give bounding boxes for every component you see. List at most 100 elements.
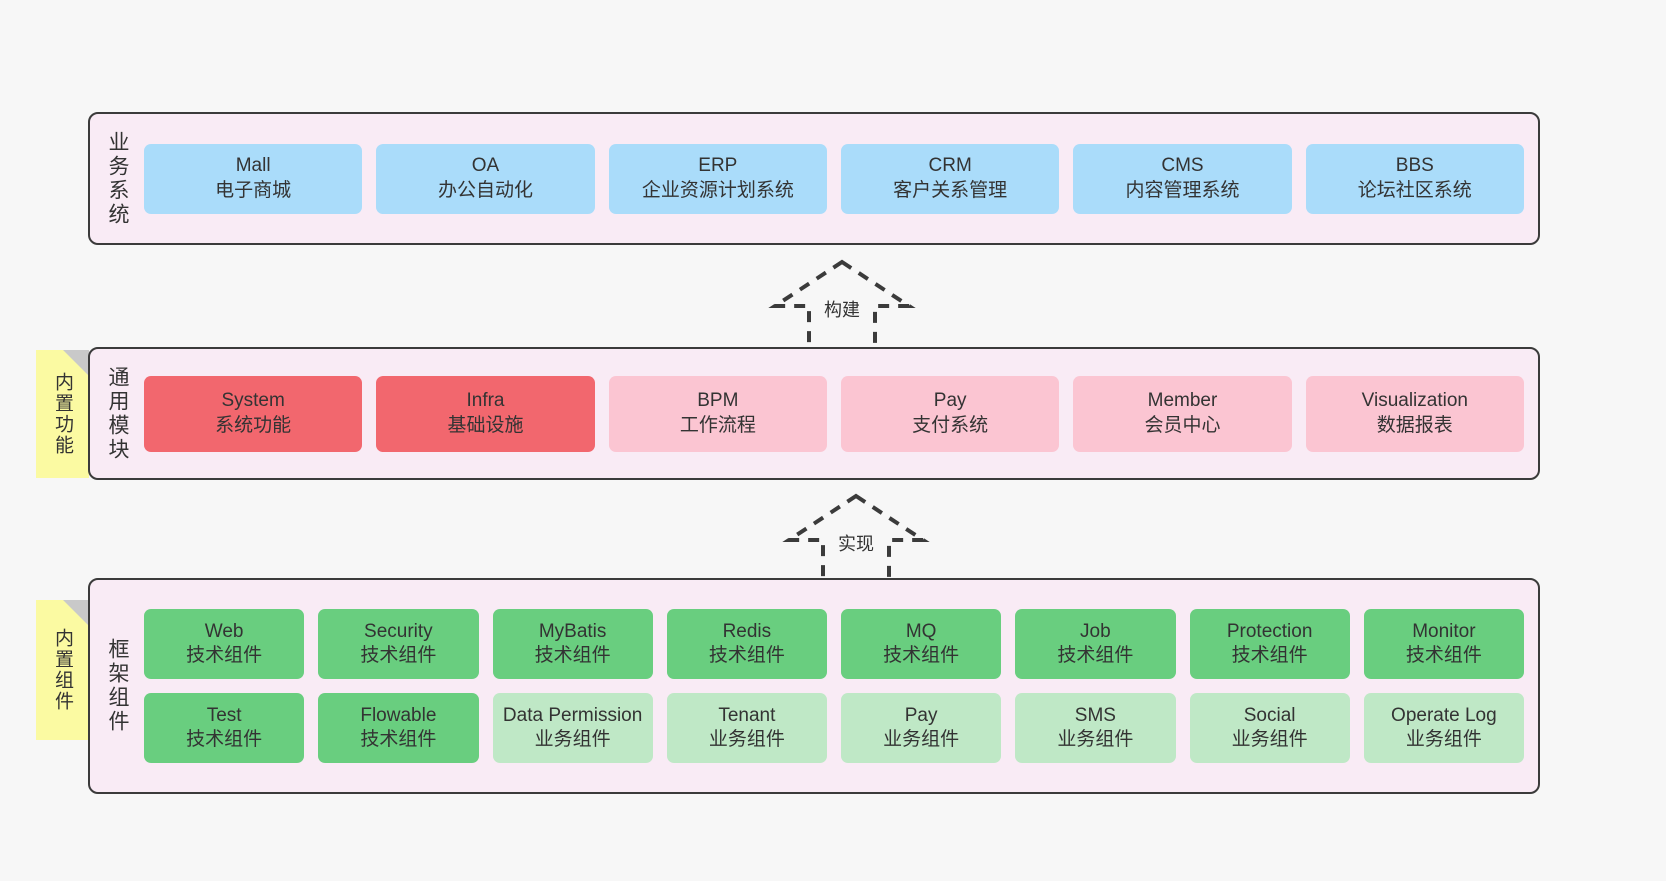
- arrow-label-implement: 实现: [838, 534, 874, 554]
- card-operate-log[interactable]: Operate Log 业务组件: [1363, 693, 1524, 763]
- layer-title-modules: 通用模块: [106, 365, 130, 462]
- card-subtitle: 业务组件: [883, 729, 960, 750]
- card-title: Web: [204, 620, 244, 642]
- card-title: Infra: [466, 390, 505, 412]
- card-pay-business[interactable]: Pay 业务组件: [841, 693, 1002, 763]
- card-mq[interactable]: MQ 技术组件: [841, 609, 1002, 679]
- card-pay[interactable]: Pay 支付系统: [840, 375, 1060, 452]
- card-security[interactable]: Security 技术组件: [318, 609, 479, 679]
- card-subtitle: 论坛社区系统: [1357, 179, 1472, 201]
- card-title: Visualization: [1361, 390, 1468, 412]
- card-subtitle: 业务组件: [708, 729, 785, 750]
- card-title: Operate Log: [1391, 704, 1497, 726]
- card-title: Pay: [904, 704, 938, 726]
- card-monitor[interactable]: Monitor 技术组件: [1363, 609, 1524, 679]
- card-subtitle: 工作流程: [679, 414, 756, 436]
- card-crm[interactable]: CRM 客户关系管理: [840, 143, 1060, 214]
- card-web[interactable]: Web 技术组件: [144, 609, 305, 679]
- card-subtitle: 技术组件: [1231, 645, 1308, 666]
- card-row: Mall 电子商城 OA 办公自动化 ERP 企业资源计划系统 CRM 客户关系…: [144, 143, 1524, 214]
- card-mall[interactable]: Mall 电子商城: [144, 143, 363, 214]
- card-title: CMS: [1161, 155, 1204, 177]
- card-subtitle: 技术组件: [708, 645, 785, 666]
- card-subtitle: 业务组件: [1057, 729, 1134, 750]
- card-bbs[interactable]: BBS 论坛社区系统: [1305, 143, 1524, 214]
- card-subtitle: 业务组件: [1231, 729, 1308, 750]
- card-title: Protection: [1226, 620, 1313, 642]
- card-subtitle: 技术组件: [360, 645, 437, 666]
- card-flowable[interactable]: Flowable 技术组件: [318, 693, 479, 763]
- card-bpm[interactable]: BPM 工作流程: [608, 375, 827, 452]
- card-subtitle: 会员中心: [1144, 414, 1221, 436]
- card-title: CRM: [928, 155, 972, 177]
- card-title: Flowable: [360, 704, 437, 726]
- card-mybatis[interactable]: MyBatis 技术组件: [492, 609, 653, 679]
- card-infra[interactable]: Infra 基础设施: [376, 375, 595, 452]
- card-subtitle: 技术组件: [360, 729, 437, 750]
- card-social[interactable]: Social 业务组件: [1189, 693, 1350, 763]
- card-subtitle: 基础设施: [447, 414, 524, 436]
- card-title: Test: [206, 704, 242, 726]
- card-subtitle: 技术组件: [534, 645, 611, 666]
- layer-common-modules: 通用模块 System 系统功能 Infra 基础设施 BPM 工作流程 Pay…: [88, 347, 1540, 480]
- card-subtitle: 支付系统: [912, 414, 989, 436]
- card-row: Test 技术组件 Flowable 技术组件 Data Permission …: [144, 693, 1524, 763]
- note-fold-icon: [63, 600, 89, 626]
- card-subtitle: 办公自动化: [437, 179, 533, 201]
- card-title: Data Permission: [502, 704, 643, 726]
- card-job[interactable]: Job 技术组件: [1015, 609, 1176, 679]
- card-sms[interactable]: SMS 业务组件: [1015, 693, 1176, 763]
- sticky-note-builtin-features: 内置功能: [36, 350, 89, 478]
- layer-body-modules: System 系统功能 Infra 基础设施 BPM 工作流程 Pay 支付系统…: [144, 349, 1538, 478]
- card-subtitle: 技术组件: [883, 645, 960, 666]
- card-title: Security: [364, 620, 433, 642]
- card-subtitle: 电子商城: [215, 179, 292, 201]
- card-title: Social: [1243, 704, 1296, 726]
- card-title: Redis: [722, 620, 772, 642]
- card-row: Web 技术组件 Security 技术组件 MyBatis 技术组件 Redi…: [144, 609, 1524, 679]
- card-subtitle: 技术组件: [186, 645, 263, 666]
- card-title: BBS: [1395, 155, 1434, 177]
- layer-title-business: 业务系统: [106, 130, 130, 227]
- card-cms[interactable]: CMS 内容管理系统: [1073, 143, 1292, 214]
- card-protection[interactable]: Protection 技术组件: [1189, 609, 1350, 679]
- layer-title-framework: 框架组件: [106, 638, 130, 734]
- card-visualization[interactable]: Visualization 数据报表: [1305, 375, 1524, 452]
- card-oa[interactable]: OA 办公自动化: [376, 143, 595, 214]
- card-title: Tenant: [718, 704, 776, 726]
- card-data-permission[interactable]: Data Permission 业务组件: [492, 693, 653, 763]
- card-title: OA: [471, 155, 500, 177]
- card-subtitle: 业务组件: [1405, 729, 1482, 750]
- card-title: Member: [1147, 390, 1218, 412]
- layer-framework-components: 框架组件 Web 技术组件 Security 技术组件 MyBatis 技术组件…: [88, 578, 1540, 794]
- sticky-note-builtin-components: 内置组件: [36, 600, 89, 740]
- card-tenant[interactable]: Tenant 业务组件: [666, 693, 827, 763]
- card-subtitle: 系统功能: [215, 414, 292, 436]
- card-subtitle: 技术组件: [1405, 645, 1482, 666]
- card-title: BPM: [697, 390, 739, 412]
- card-subtitle: 业务组件: [534, 729, 611, 750]
- card-member[interactable]: Member 会员中心: [1073, 375, 1292, 452]
- layer-business-systems: 业务系统 Mall 电子商城 OA 办公自动化 ERP 企业资源计划系统 CRM…: [88, 112, 1540, 245]
- card-title: ERP: [698, 155, 738, 177]
- card-row: System 系统功能 Infra 基础设施 BPM 工作流程 Pay 支付系统…: [144, 375, 1524, 452]
- card-subtitle: 企业资源计划系统: [641, 179, 794, 201]
- card-subtitle: 技术组件: [1057, 645, 1134, 666]
- generalization-arrow-build: 构建: [757, 258, 927, 356]
- card-subtitle: 内容管理系统: [1125, 179, 1240, 201]
- card-test[interactable]: Test 技术组件: [144, 693, 305, 763]
- card-title: Monitor: [1412, 620, 1476, 642]
- card-title: Pay: [933, 390, 967, 412]
- card-erp[interactable]: ERP 企业资源计划系统: [608, 143, 827, 214]
- card-title: Mall: [235, 155, 271, 177]
- card-title: MQ: [905, 620, 937, 642]
- card-subtitle: 数据报表: [1376, 414, 1453, 436]
- note-label: 内置功能: [52, 372, 73, 456]
- card-subtitle: 技术组件: [186, 729, 263, 750]
- card-subtitle: 客户关系管理: [893, 179, 1008, 201]
- layer-body-business: Mall 电子商城 OA 办公自动化 ERP 企业资源计划系统 CRM 客户关系…: [144, 114, 1538, 243]
- card-redis[interactable]: Redis 技术组件: [666, 609, 827, 679]
- card-title: SMS: [1074, 704, 1116, 726]
- card-system[interactable]: System 系统功能: [144, 375, 363, 452]
